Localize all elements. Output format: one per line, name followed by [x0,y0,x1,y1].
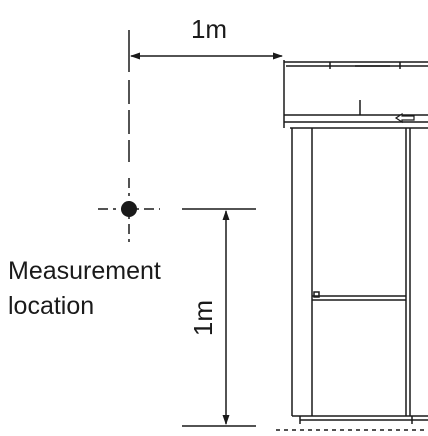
horizontal-dimension: 1m [128,14,283,72]
machine-outline [276,60,428,431]
measurement-point [98,178,160,242]
measurement-label-line2: location [8,292,94,320]
vertical-distance-label: 1m [188,300,218,336]
door-handle [313,291,320,298]
horizontal-distance-label: 1m [191,14,227,44]
direction-arrow-icon [394,112,415,124]
measurement-dot [121,201,137,217]
measurement-label-line1: Measurement [8,257,161,285]
vertical-dimension: 1m [182,208,256,427]
